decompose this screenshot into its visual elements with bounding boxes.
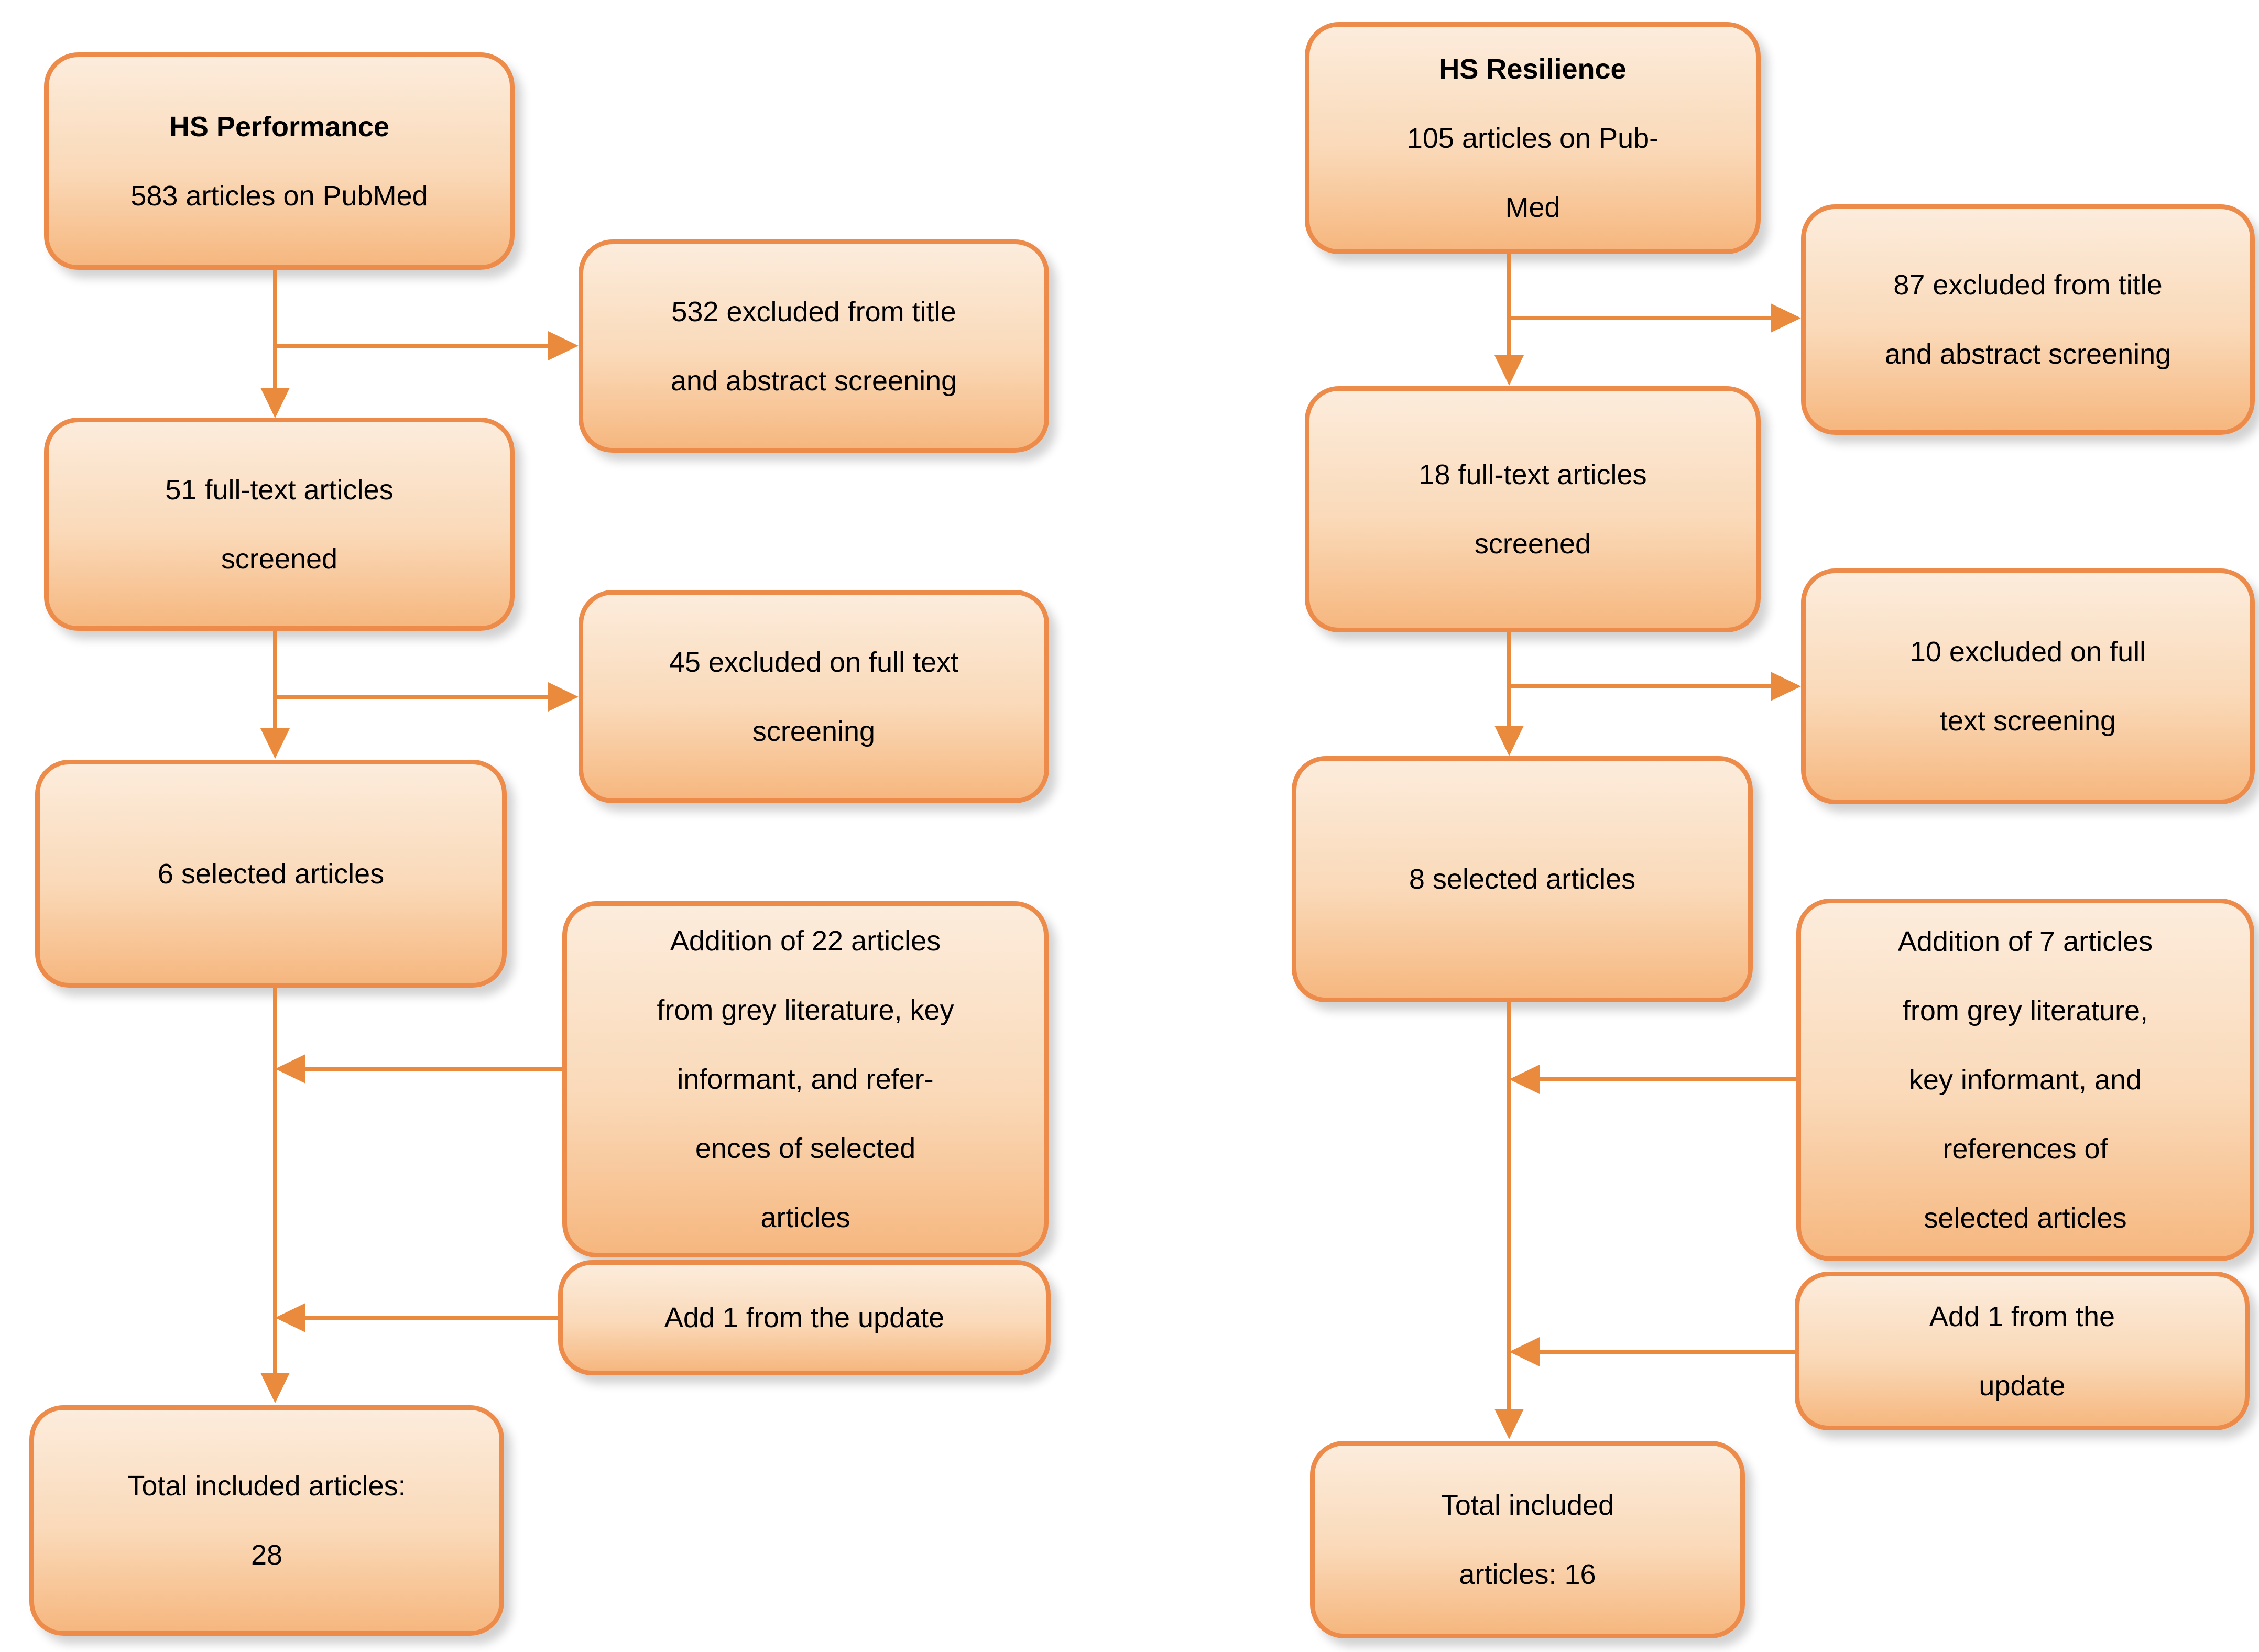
arrowhead-down-icon [1494,1409,1524,1439]
node-resilience-selected: 8 selected articles [1292,756,1753,1002]
node-performance-update: Add 1 from the update [558,1260,1051,1375]
node-text: 532 excluded from title and abstract scr… [670,296,957,397]
node-text: 45 excluded on full text screening [669,646,959,747]
node-text: Add 1 from the update [664,1302,945,1333]
arrowhead-down-icon [1494,726,1524,756]
node-text: Total included articles: 16 [1440,1489,1614,1590]
node-performance-excluded-title-abstract: 532 excluded from title and abstract scr… [579,239,1049,453]
node-performance-source: HS Performance 583 articles on PubMed [44,52,515,270]
node-text: 18 full-text articles screened [1418,459,1647,560]
connector-performance-branch-excluded-fulltext [275,695,548,699]
connector-resilience-source-to-fulltext [1507,254,1511,357]
connector-resilience-update-merge [1540,1350,1795,1354]
node-text: 51 full-text articles screened [165,474,394,575]
connector-resilience-selected-to-total [1507,1002,1511,1410]
node-performance-addition: Addition of 22 articles from grey litera… [562,901,1049,1257]
node-text: 87 excluded from title and abstract scre… [1884,269,2171,370]
arrowhead-down-icon [1494,355,1524,386]
node-text: 105 articles on Pub- Med [1406,122,1659,223]
arrowhead-right-icon [548,331,579,360]
node-text: Add 1 from the update [1929,1300,2115,1402]
node-text: 583 articles on PubMed [130,180,428,212]
arrowhead-left-icon [275,1054,305,1084]
node-performance-selected: 6 selected articles [35,760,507,988]
connector-performance-addition-merge [305,1067,562,1071]
arrowhead-left-icon [1509,1065,1540,1094]
node-resilience-addition: Addition of 7 articles from grey literat… [1796,899,2254,1261]
node-resilience-fulltext-screened: 18 full-text articles screened [1305,386,1761,632]
arrowhead-right-icon [1771,303,1801,333]
node-text: Addition of 22 articles from grey litera… [657,925,954,1233]
node-resilience-update: Add 1 from the update [1795,1272,2250,1430]
node-text: 8 selected articles [1409,863,1636,895]
connector-resilience-addition-merge [1540,1077,1796,1081]
arrowhead-down-icon [260,1373,290,1403]
node-resilience-excluded-title-abstract: 87 excluded from title and abstract scre… [1801,204,2255,435]
node-performance-total: Total included articles: 28 [29,1405,504,1636]
arrowhead-right-icon [1771,672,1801,701]
connector-performance-source-to-fulltext [273,270,277,390]
node-performance-fulltext-screened: 51 full-text articles screened [44,418,515,631]
node-text: 10 excluded on full text screening [1909,636,2146,737]
connector-performance-branch-excluded-title [275,344,548,348]
node-resilience-total: Total included articles: 16 [1310,1441,1745,1638]
connector-resilience-branch-excluded-fulltext [1509,684,1771,688]
node-resilience-excluded-fulltext: 10 excluded on full text screening [1801,568,2255,804]
node-text: 6 selected articles [157,858,385,890]
node-text: Total included articles: 28 [127,1470,406,1571]
node-title: HS Performance [169,111,390,143]
node-resilience-source: HS Resilience 105 articles on Pub- Med [1305,22,1761,254]
node-performance-excluded-fulltext: 45 excluded on full text screening [579,590,1049,803]
arrowhead-left-icon [275,1303,305,1332]
arrowhead-down-icon [260,728,290,759]
arrowhead-right-icon [548,682,579,712]
connector-performance-update-merge [305,1316,558,1320]
arrowhead-left-icon [1509,1337,1540,1366]
connector-performance-fulltext-to-selected [273,631,277,730]
arrowhead-down-icon [260,388,290,418]
node-title: HS Resilience [1439,53,1627,85]
connector-resilience-branch-excluded-title [1509,316,1771,320]
node-text: Addition of 7 articles from grey literat… [1897,926,2153,1234]
connector-performance-selected-to-total [273,988,277,1374]
connector-resilience-fulltext-to-selected [1507,632,1511,728]
